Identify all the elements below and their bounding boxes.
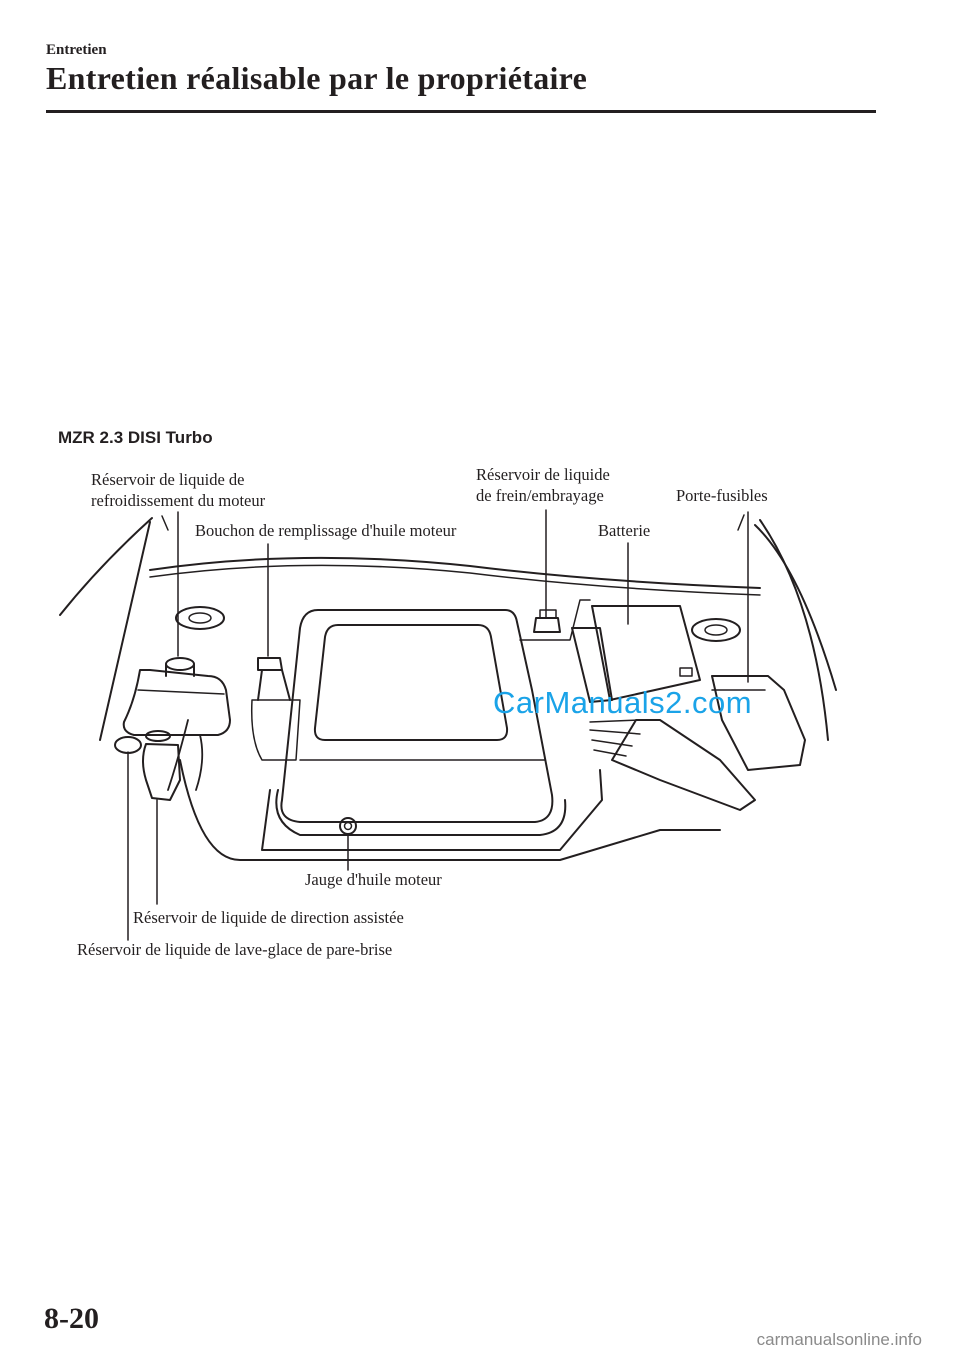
battery-body [591,605,701,701]
cowl-hose [149,556,761,589]
callout-brake-line2: de frein/embrayage [476,486,604,505]
dipstick-handle-inner [343,821,353,831]
page-title: Entretien réalisable par le propriétaire [46,60,588,96]
right-strut-tower-inner [704,624,728,636]
battery-terminal [679,667,693,677]
coolant-reservoir-ridge [137,689,225,695]
brake-reservoir-cap [533,617,561,633]
callout-brake-line1: Réservoir de liquide [476,465,610,484]
power-steering-reservoir [142,743,181,801]
callout-coolant-reservoir: Réservoir de liquide de refroidissement … [91,469,265,511]
left-strut-tower [175,606,225,630]
callout-dipstick: Jauge d'huile moteur [305,870,442,889]
engine-block [261,769,603,851]
engine-variant-label: MZR 2.3 DISI Turbo [58,428,213,447]
callout-oil-filler-cap: Bouchon de remplissage d'huile moteur [195,521,457,540]
engine-cover-base [275,789,567,836]
coolant-cap [165,657,195,671]
right-fender-line [759,519,829,741]
air-intake-duct [611,719,756,811]
title-rule [46,110,876,113]
power-steering-cap [145,730,171,742]
leader-lines [127,509,749,941]
oil-filler-neck [257,669,291,701]
right-strut-tower [691,618,741,642]
fuse-box [711,675,806,771]
engine-undertray [179,759,721,861]
engine-cover-panel [313,624,509,741]
wiring-harness [589,719,641,757]
footer-site: carmanualsonline.info [756,1330,922,1349]
callout-fuse-box: Porte-fusibles [676,486,768,505]
coolant-hose-1 [195,734,204,791]
engine-cover [280,609,554,823]
left-hood-edge [59,517,153,616]
callout-battery: Batterie [598,521,651,540]
oil-filler-cap [257,657,283,671]
left-fender-line [99,521,151,741]
callout-coolant-line1: Réservoir de liquide de [91,470,245,489]
cowl-hose-inner [149,564,761,596]
brake-reservoir-bracket [519,599,591,641]
callout-power-steering: Réservoir de liquide de direction assist… [133,908,404,927]
callout-coolant-line2: refroidissement du moteur [91,491,266,510]
left-strut-tower-inner [188,612,212,624]
watermark: CarManuals2.com [493,685,753,720]
dipstick-handle [339,817,357,835]
page-number: 8-20 [44,1302,99,1335]
right-hood-edge [754,524,837,691]
battery-side [571,627,613,703]
coolant-cap-neck [165,663,195,677]
brake-reservoir-top [539,609,557,619]
callout-brake-reservoir: Réservoir de liquide de frein/embrayage [476,464,610,506]
oil-filler-housing [250,699,301,761]
washer-cap [114,736,142,754]
section-label: Entretien [46,42,107,58]
coolant-reservoir [122,669,231,736]
callout-washer: Réservoir de liquide de lave-glace de pa… [77,940,393,959]
